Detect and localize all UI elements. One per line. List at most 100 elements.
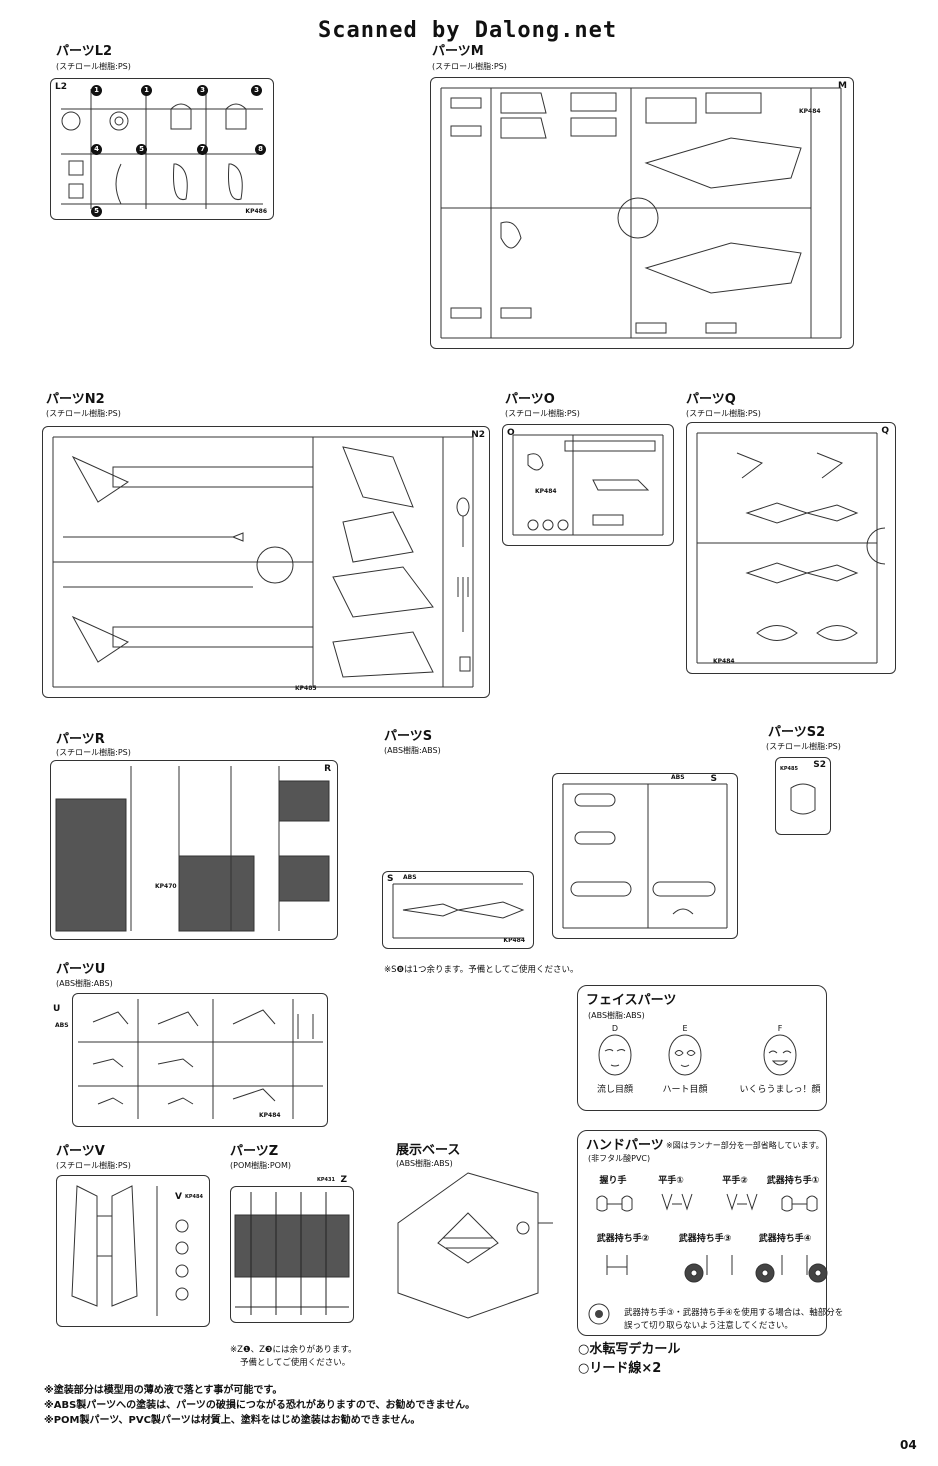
face-parts-box: フェイスパーツ (ABS樹脂:ABS) D 流し目顔 E ハート目顔 F いくら… [577, 985, 827, 1111]
hand-warning-line-2: 誤って切り取らないよう注意してください。 [624, 1321, 793, 1331]
sprue-u-tag: U [53, 1004, 61, 1014]
z-spare-note-1: ※Z❶、Z❸には余りがあります。 [230, 1345, 357, 1355]
sprue-q-tag: Q [881, 426, 889, 436]
sprue-s-title: パーツS [384, 729, 433, 744]
s-spare-note: ※S❽は1つ余ります。予備としてご使用ください。 [384, 965, 579, 975]
hand-parts-title: ハンドパーツ [586, 1138, 664, 1153]
sprue-r-drawing [55, 766, 330, 932]
footnote-1: ※塗装部分は模型用の薄め液で落とす事が可能です。 [44, 1385, 283, 1396]
sprue-u-title: パーツU [56, 962, 106, 977]
sprue-l2-drawing [61, 89, 263, 209]
sprue-z-drawing [234, 1192, 350, 1315]
sprue-s-code-left: KP484 [503, 937, 525, 944]
sprue-m-drawing [440, 87, 842, 339]
z-spare-note-2: 予備としてご使用ください。 [240, 1358, 351, 1368]
sprue-m-frame: M KP484 [430, 77, 854, 349]
extra-lead-wire: ○リード線×2 [578, 1361, 662, 1376]
sprue-q-frame: Q KP484 [686, 422, 896, 674]
sprue-v-tag: V [175, 1192, 182, 1202]
hand-weapon-3: 武器持ち手③ [678, 1234, 732, 1244]
sprue-q-drawing [696, 432, 886, 664]
page-number: 04 [900, 1438, 917, 1452]
sprue-z-title: パーツZ [230, 1144, 279, 1159]
sprue-z-code: KP431 [317, 1177, 335, 1183]
display-base-title: 展示ベース [396, 1143, 461, 1158]
hand-flat-1: 平手① [658, 1176, 684, 1186]
sprue-s2-title: パーツS2 [768, 725, 826, 740]
sprue-n2-tag: N2 [471, 430, 485, 440]
sprue-s2-frame: S2 KP485 [775, 757, 831, 835]
sprue-q-title: パーツQ [686, 392, 736, 407]
sprue-l2-material: (スチロール樹脂:PS) [56, 62, 131, 71]
sprue-r-tag: R [324, 764, 331, 774]
face-parts-material: (ABS樹脂:ABS) [588, 1011, 645, 1020]
sprue-l2-code: KP486 [245, 208, 267, 215]
sprue-v-code: KP484 [185, 1194, 203, 1200]
sprue-s-frame-left: S ABS KP484 [382, 871, 534, 949]
sprue-u-abs: ABS [55, 1022, 69, 1029]
sprue-v-title: パーツV [56, 1144, 105, 1159]
sprue-s-frame-right: S ABS [552, 773, 738, 939]
warning-icon [588, 1303, 610, 1325]
face-e-label: ハート目顔 [662, 1085, 708, 1095]
sprue-r-code: KP470 [155, 883, 177, 890]
footnote-2: ※ABS製パーツへの塗装は、パーツの破損につながる恐れがありますので、お勧めでき… [44, 1400, 476, 1411]
watermark: Scanned by Dalong.net [318, 18, 618, 43]
face-d-drawing [598, 1034, 632, 1076]
hand-flat-2: 平手② [722, 1176, 748, 1186]
sprue-u-material: (ABS樹脂:ABS) [56, 979, 113, 988]
sprue-m-tag: M [838, 81, 847, 91]
footnote-3: ※POM製パーツ、PVC製パーツは材質上、塗料をはじめ塗装はお勧めできません。 [44, 1415, 421, 1426]
face-item-e: E ハート目顔 [650, 1024, 720, 1095]
sprue-s2-drawing [790, 783, 816, 815]
sprue-r-material: (スチロール樹脂:PS) [56, 748, 131, 757]
sprue-m-code: KP484 [799, 108, 821, 115]
hand-weapon-4: 武器持ち手④ [758, 1234, 812, 1244]
hand-row1-drawing [596, 1193, 818, 1212]
hand-warning-line-1: 武器持ち手③・武器持ち手④を使用する場合は、軸部分を [624, 1308, 844, 1318]
sprue-q-code: KP484 [713, 658, 735, 665]
sprue-m-material: (スチロール樹脂:PS) [432, 62, 507, 71]
sprue-s-drawing-left [392, 883, 525, 939]
sprue-s2-material: (スチロール樹脂:PS) [766, 742, 841, 751]
face-f-tag: F [777, 1024, 783, 1033]
sprue-o-title: パーツO [505, 392, 555, 407]
sprue-n2-frame: N2 KP485 [42, 426, 490, 698]
hand-row2-drawing [606, 1255, 828, 1283]
sprue-v-frame: V KP484 [56, 1175, 210, 1327]
extra-decal: ○水転写デカール [578, 1342, 681, 1357]
sprue-v-drawing [71, 1185, 189, 1316]
sprue-s2-code: KP485 [780, 766, 798, 772]
sprue-o-code: KP484 [535, 488, 557, 495]
sprue-z-tag: Z [340, 1175, 347, 1185]
sprue-s-abs-right: ABS [671, 774, 685, 781]
hand-weapon-1: 武器持ち手① [766, 1176, 820, 1186]
face-d-tag: D [611, 1024, 619, 1033]
display-base-material: (ABS樹脂:ABS) [396, 1159, 453, 1168]
sprue-u-drawing [78, 999, 323, 1119]
sprue-n2-title: パーツN2 [46, 392, 105, 407]
face-e-tag: E [682, 1024, 688, 1033]
hand-weapon-2: 武器持ち手② [596, 1234, 650, 1244]
face-item-d: D 流し目顔 [580, 1024, 650, 1095]
sprue-s2-tag: S2 [813, 760, 826, 770]
sprue-l2-tag: L2 [55, 82, 67, 92]
sprue-l2-title: パーツL2 [56, 44, 113, 59]
sprue-z-material: (POM樹脂:POM) [230, 1161, 291, 1170]
sprue-s-drawing-right [562, 783, 728, 929]
face-parts-title: フェイスパーツ [586, 993, 677, 1008]
sprue-m-title: パーツM [432, 44, 484, 59]
sprue-r-title: パーツR [56, 732, 105, 747]
sprue-o-material: (スチロール樹脂:PS) [505, 409, 580, 418]
sprue-u-code: KP484 [259, 1112, 281, 1119]
hand-parts-note: ※図はランナー部分を一部省略しています。 [666, 1141, 824, 1150]
sprue-n2-material: (スチロール樹脂:PS) [46, 409, 121, 418]
face-d-label: 流し目顔 [596, 1085, 633, 1095]
display-base-drawing [397, 1172, 553, 1319]
sprue-r-frame: R KP470 [50, 760, 338, 940]
face-f-label: いくらうましっ！顔 [739, 1085, 821, 1095]
sprue-o-tag: O [507, 428, 515, 438]
sprue-v-material: (スチロール樹脂:PS) [56, 1161, 131, 1170]
face-item-f: F いくらうましっ！顔 [736, 1024, 824, 1095]
